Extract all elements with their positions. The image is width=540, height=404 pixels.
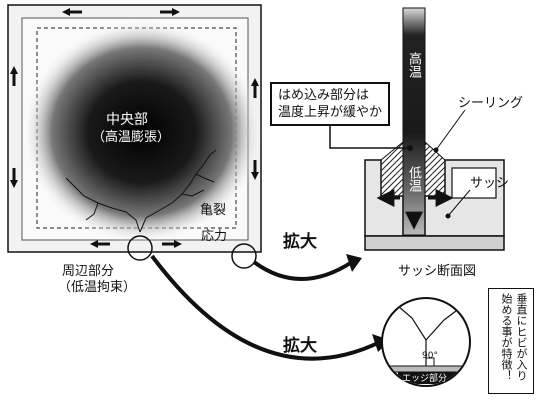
sash-section — [329, 7, 505, 251]
edge-detail — [381, 297, 471, 387]
callout-box: はめ込み部分は 温度上昇が緩やか — [270, 82, 391, 126]
low-temp-label: 低温 — [406, 166, 421, 192]
sealing-label: シーリング — [458, 96, 524, 111]
crack-lines — [65, 149, 217, 233]
zoom-circle-crack — [127, 235, 153, 261]
zoom-label-bottom: 拡大 — [283, 336, 317, 356]
heat-spot — [22, 20, 262, 244]
crack-label: 亀裂 — [200, 203, 227, 218]
center-label: 中央部 — [106, 112, 148, 128]
zoom-circle-edge — [231, 243, 257, 269]
sash-label: サッシ — [470, 176, 510, 191]
stress-arrows — [10, 8, 259, 248]
zoom-arrows — [150, 254, 390, 361]
note-line-2: 始める事が特徴！ — [500, 293, 513, 381]
callout-line-2: 温度上昇が緩やか — [278, 105, 383, 120]
center-sublabel: （高温膨張） — [92, 130, 171, 145]
angle-label: 90° — [422, 351, 438, 361]
edge-sublabel: （低温拘束） — [58, 280, 137, 295]
high-temp-label: 高温 — [406, 52, 421, 78]
zoom-label-top: 拡大 — [283, 232, 317, 252]
edge-part-label: エッジ部分 — [402, 374, 448, 384]
glass-pane — [7, 4, 262, 253]
stress-label: 応力 — [201, 229, 228, 244]
sash-caption: サッシ断面図 — [398, 264, 477, 279]
note-box: 垂直にヒビが入り 始める事が特徴！ — [488, 288, 534, 394]
edge-label: 周辺部分 — [62, 264, 115, 279]
note-line-1: 垂直にヒビが入り — [515, 293, 528, 381]
callout-line-1: はめ込み部分は — [278, 88, 370, 103]
